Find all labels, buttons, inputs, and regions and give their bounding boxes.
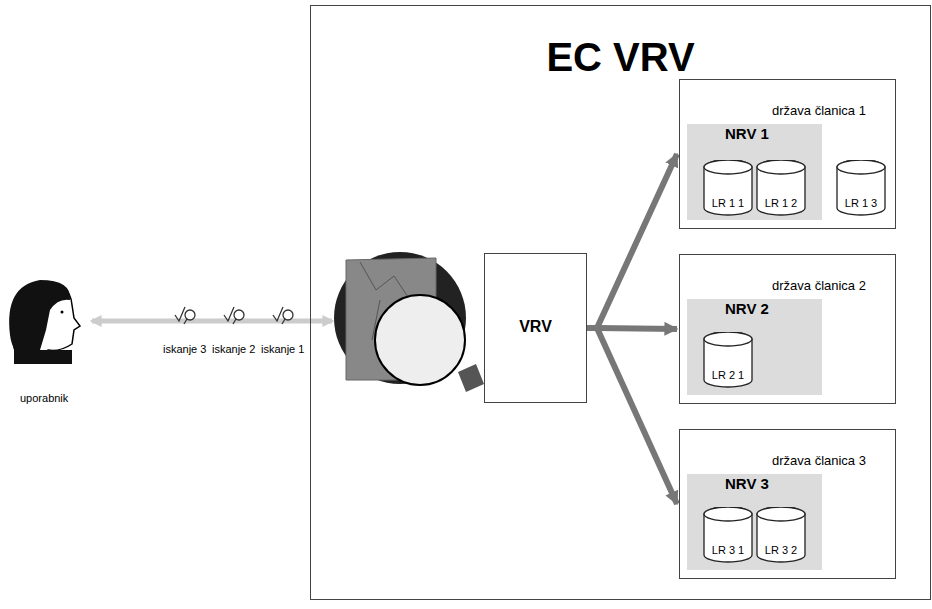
repository-cylinder: LR 3 2 bbox=[752, 507, 810, 563]
search-flow-arrow bbox=[92, 319, 332, 324]
actor-label: uporabnik bbox=[20, 392, 68, 404]
national-node-region: NRV 1 LR 1 1LR 1 2 bbox=[687, 124, 822, 220]
box-heading: država članica 3 bbox=[772, 454, 866, 469]
repository-cylinder: LR 1 1 bbox=[699, 160, 757, 216]
repository-label: LR 2 1 bbox=[699, 369, 757, 382]
repository-cylinder: LR 1 3 bbox=[832, 160, 890, 216]
repository-cylinder: LR 3 1 bbox=[699, 507, 757, 563]
node-heading: NRV 3 bbox=[725, 475, 769, 492]
member-state-box: država članica 2NRV 2 LR 2 1 bbox=[679, 254, 896, 404]
repository-label: LR 1 1 bbox=[699, 197, 757, 210]
national-node-region: NRV 3 LR 3 1LR 3 2 bbox=[687, 474, 822, 570]
national-node-region: NRV 2 LR 2 1 bbox=[687, 299, 822, 395]
step-label: iskanje 3 bbox=[163, 343, 206, 355]
flow-arrow bbox=[587, 154, 677, 328]
repository-cylinder: LR 2 1 bbox=[699, 332, 757, 388]
member-state-box: država članica 1NRV 1 LR 1 1LR 1 2 LR 1 3 bbox=[679, 79, 896, 229]
flow-arrow bbox=[587, 328, 677, 504]
box-heading: država članica 1 bbox=[772, 104, 866, 119]
system-boundary: EC VRVVRVdržava članica 1NRV 1LR 1 1LR 1… bbox=[310, 5, 931, 600]
repository-cylinder: LR 1 2 bbox=[752, 160, 810, 216]
step-label: iskanje 1 bbox=[261, 343, 304, 355]
repository-label: LR 1 3 bbox=[832, 197, 890, 210]
box-heading: EC VRV bbox=[311, 34, 930, 80]
search-icons bbox=[175, 307, 293, 324]
member-state-box: država članica 3NRV 3 LR 3 1LR 3 2 bbox=[679, 429, 896, 579]
user-figure bbox=[9, 280, 80, 364]
node-heading: NRV 1 bbox=[725, 125, 769, 142]
box-heading: država članica 2 bbox=[772, 279, 866, 294]
repository-label: LR 1 2 bbox=[752, 197, 810, 210]
box-heading: VRV bbox=[485, 318, 586, 336]
central-node-box: VRV bbox=[484, 253, 587, 403]
repository-label: LR 3 1 bbox=[699, 544, 757, 557]
globe-illustration bbox=[334, 252, 484, 392]
step-label: iskanje 2 bbox=[212, 343, 255, 355]
repository-label: LR 3 2 bbox=[752, 544, 810, 557]
node-heading: NRV 2 bbox=[725, 300, 769, 317]
